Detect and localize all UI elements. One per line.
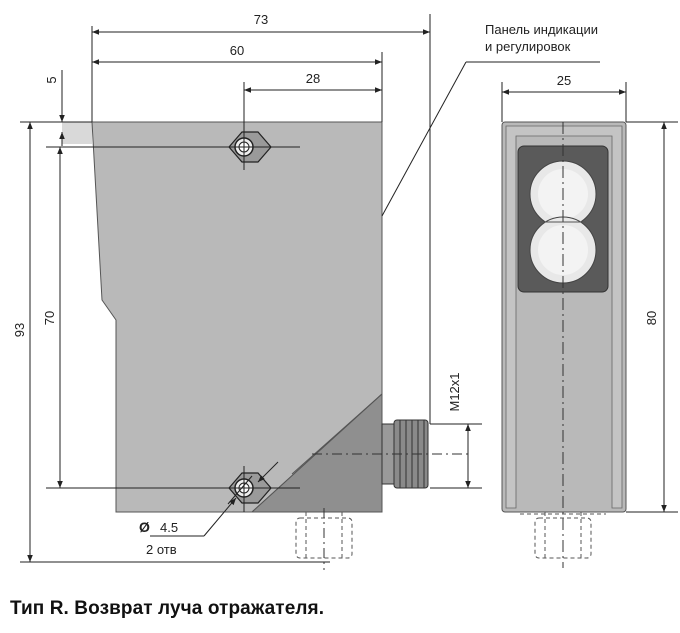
dim-25: 25 xyxy=(557,73,571,88)
hole-diameter-label: 4.5 xyxy=(160,520,178,535)
wedge-edge xyxy=(291,393,383,475)
figure-caption: Тип R. Возврат луча отражателя. xyxy=(10,598,325,619)
sensor-body-side xyxy=(91,121,383,513)
dim-28: 28 xyxy=(306,71,320,86)
side-view: 73 60 28 5 93 70 M12x1 Ø 4.5 2 отв Панел… xyxy=(12,12,600,570)
dim-60: 60 xyxy=(230,43,244,58)
hole-count-label: 2 отв xyxy=(146,542,177,557)
dim-80: 80 xyxy=(644,311,659,325)
callout-line1: Панель индикации xyxy=(485,22,598,37)
dim-73: 73 xyxy=(254,12,268,27)
hole-diameter-symbol: Ø xyxy=(139,519,150,535)
front-frame xyxy=(505,125,623,509)
dim-70: 70 xyxy=(42,311,57,325)
dim-5: 5 xyxy=(44,76,59,83)
cable-front-hidden xyxy=(520,512,606,560)
callout-line2: и регулировок xyxy=(485,39,571,54)
dim-thread: M12x1 xyxy=(447,372,462,411)
dim-93: 93 xyxy=(12,323,27,337)
top-cap xyxy=(62,122,92,144)
cable-side-hidden xyxy=(295,508,353,570)
front-view: 25 80 xyxy=(501,73,678,568)
